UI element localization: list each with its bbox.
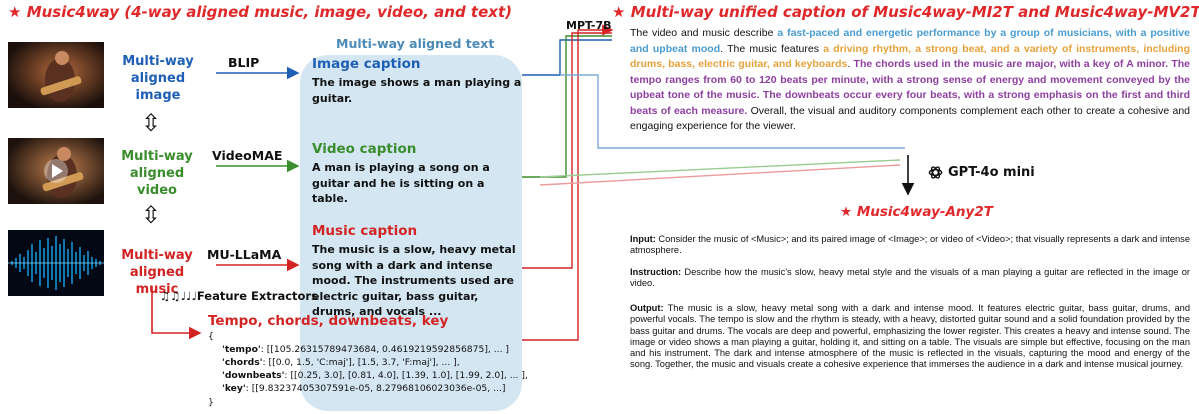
- any2t-output: Output: The music is a slow, heavy metal…: [630, 303, 1190, 370]
- music-caption-heading: Music caption: [312, 223, 418, 239]
- image-caption-heading: Image caption: [312, 56, 421, 72]
- music-notes-icon: ♫♫♩♩♩: [160, 289, 197, 303]
- any2t-input: Input: Consider the music of <Music>; an…: [630, 234, 1190, 256]
- video-caption-to-gpt: [539, 159, 901, 178]
- openai-logo-icon: [928, 166, 943, 179]
- feature-row-downbeats: 'downbeats': [[0.25, 3.0], [0.81, 4.0], …: [222, 370, 528, 381]
- unified-caption-text: The video and music describe a fast-pace…: [630, 27, 1191, 132]
- play-icon: [52, 164, 63, 178]
- image-thumbnail: [8, 42, 104, 108]
- music-caption-to-mpt: [522, 32, 612, 269]
- aligned-text-panel: [300, 55, 522, 411]
- aligned-video-label: Multi-way aligned video: [121, 149, 193, 198]
- music-caption-text: The music is a slow, heavy metal song wi…: [312, 243, 516, 318]
- video-caption-heading: Video caption: [312, 141, 417, 157]
- features-heading: Tempo, chords, downbeats, key: [208, 313, 449, 329]
- aligned-text-title: Multi-way aligned text: [336, 36, 495, 51]
- right-title-text: Multi-way unified caption of Music4way-M…: [630, 3, 1199, 21]
- image-caption-to-mpt: [522, 39, 612, 76]
- videomae-model-label: VideoMAE: [212, 148, 283, 163]
- aligned-music-label: Multi-way aligned music: [121, 248, 193, 297]
- star-icon: ★: [8, 3, 22, 21]
- music-caption-to-gpt: [539, 164, 901, 186]
- image-caption-text: The image shows a man playing a guitar.: [312, 76, 522, 105]
- features-to-mpt: [522, 24, 614, 341]
- video-thumbnail: [8, 138, 104, 204]
- video-caption-text: A man is playing a song on a guitar and …: [312, 161, 490, 205]
- mpt-7b-label: MPT-7B: [566, 19, 612, 32]
- music-to-features-arrow: [151, 286, 202, 340]
- feature-row-chords: 'chords': [[0.0, 1.5, 'C:maj'], [1.5, 3.…: [222, 357, 460, 368]
- star-icon: ★: [840, 204, 853, 220]
- left-title: ★ Music4way (4-way aligned music, image,…: [8, 3, 512, 21]
- any2t-instruction: Instruction: Describe how the music's sl…: [630, 267, 1190, 289]
- right-title: ★ Multi-way unified caption of Music4way…: [612, 3, 1199, 21]
- feature-extractors-label: ♫♫♩♩♩Feature Extractors: [160, 289, 318, 303]
- any2t-title: ★ Music4way-Any2T: [840, 204, 993, 220]
- star-icon: ★: [612, 3, 626, 21]
- blip-model-label: BLIP: [228, 55, 260, 70]
- features-open-brace: {: [208, 331, 214, 342]
- bidirectional-arrow-icon: ⇳: [141, 109, 162, 137]
- feature-row-tempo: 'tempo': [[105.26315789473684, 0.4619219…: [222, 344, 510, 355]
- mu-llama-model-label: MU-LLaMA: [207, 247, 282, 262]
- bidirectional-arrow-icon: ⇳: [141, 201, 162, 229]
- feature-row-key: 'key': [[9.83237405307591e-05, 8.2796810…: [222, 383, 506, 394]
- aligned-image-label: Multi-way aligned image: [122, 54, 194, 103]
- gpt-4o-mini-label: GPT-4o mini: [928, 165, 1035, 180]
- features-close-brace: }: [208, 397, 214, 408]
- image-caption-to-gpt: [560, 74, 905, 149]
- left-title-text: Music4way (4-way aligned music, image, v…: [26, 3, 512, 21]
- music-thumbnail: [8, 230, 104, 296]
